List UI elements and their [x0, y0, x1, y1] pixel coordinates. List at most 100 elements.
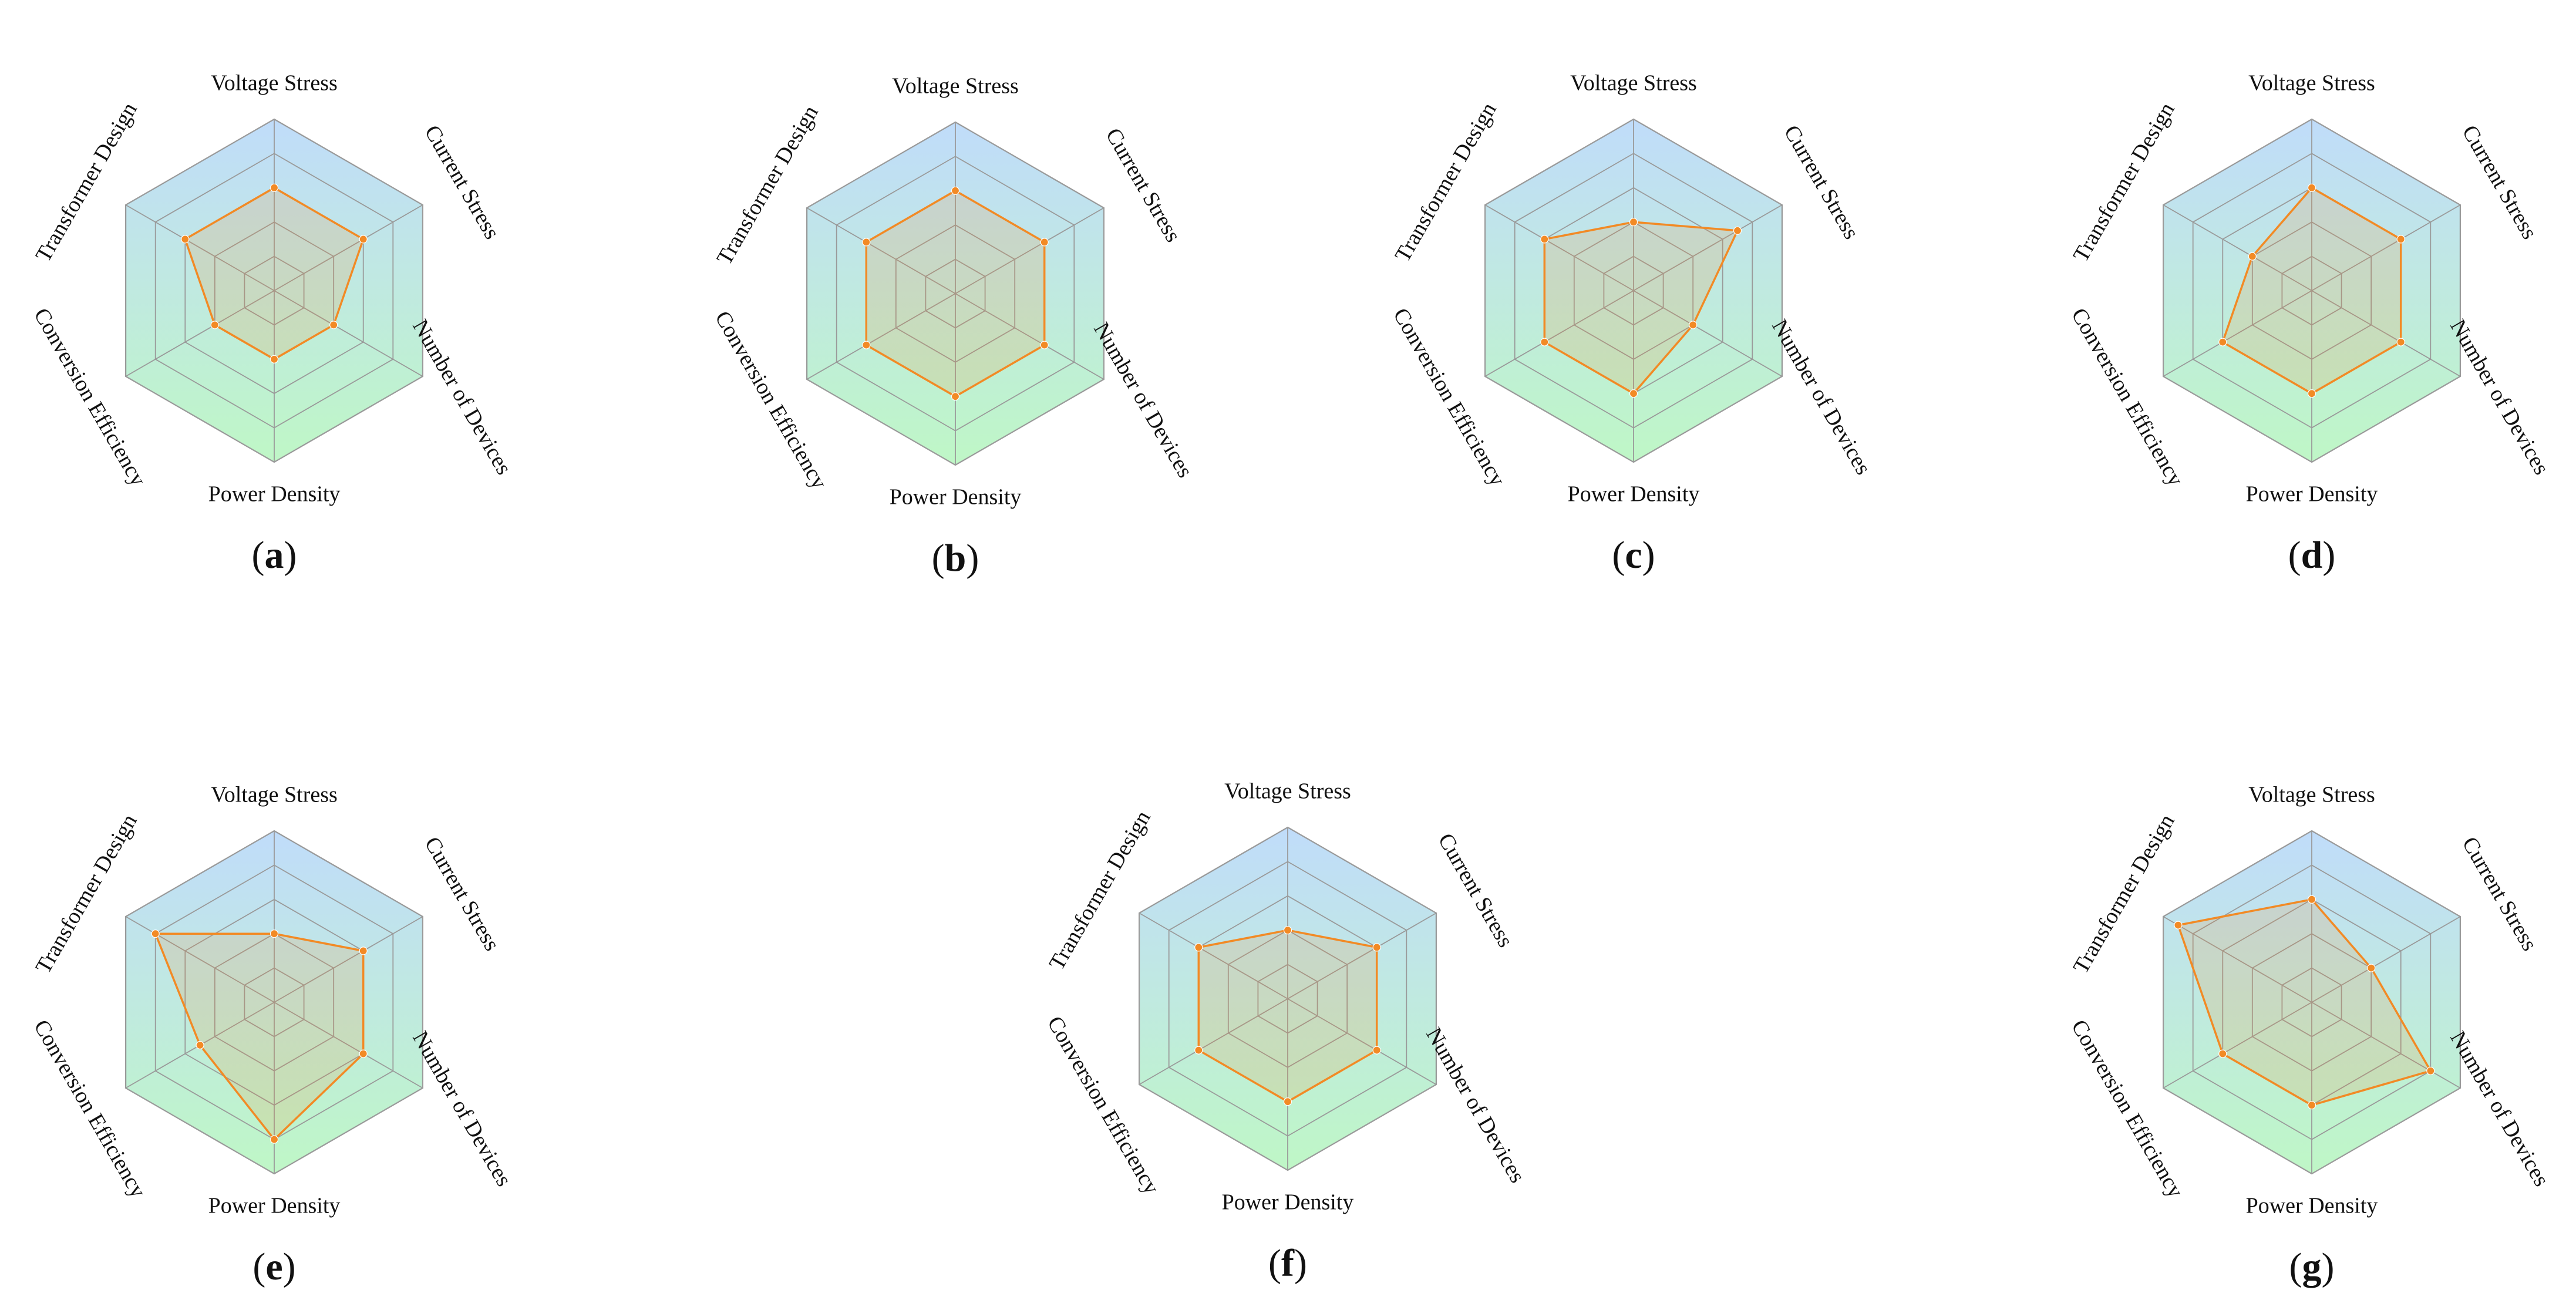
- radar-spoke: [2311, 290, 2461, 377]
- radar-point-voltage-stress: [1283, 926, 1292, 935]
- axis-label-current-stress: Current Stress: [1433, 829, 1518, 951]
- axis-label-number-of-devices: Number of Devices: [2445, 315, 2554, 479]
- radar-point-number-of-devices: [1040, 341, 1049, 349]
- axis-label-voltage-stress: Voltage Stress: [2248, 71, 2375, 96]
- radar-point-number-of-devices: [359, 1049, 368, 1058]
- radar-point-number-of-devices: [1689, 321, 1698, 329]
- radar-point-transformer-design: [862, 238, 871, 247]
- radar-point-current-stress: [1733, 226, 1742, 235]
- radar-point-power-density: [1283, 1097, 1292, 1106]
- panel-label: (e): [252, 1245, 295, 1288]
- axis-label-current-stress: Current Stress: [2457, 833, 2543, 955]
- radar-spoke: [2311, 1002, 2461, 1089]
- radar-point-transformer-design: [1540, 235, 1549, 244]
- radar-point-number-of-devices: [1372, 1046, 1381, 1055]
- radar-spoke: [955, 293, 1105, 380]
- radar-point-voltage-stress: [1629, 218, 1638, 227]
- axis-label-voltage-stress: Voltage Stress: [211, 783, 338, 807]
- axis-label-power-density: Power Density: [2246, 1194, 2378, 1218]
- axis-label-number-of-devices: Number of Devices: [1767, 315, 1875, 479]
- radar-point-voltage-stress: [270, 929, 279, 938]
- radar-point-power-density: [270, 355, 279, 363]
- radar-spoke: [2163, 204, 2312, 291]
- radar-point-current-stress: [359, 235, 368, 244]
- radar-point-conversion-efficiency: [1540, 338, 1549, 346]
- axis-label-voltage-stress: Voltage Stress: [1224, 779, 1351, 804]
- panel-label: (b): [932, 537, 979, 580]
- radar-point-conversion-efficiency: [862, 341, 871, 349]
- radar-point-power-density: [1629, 389, 1638, 398]
- radar-point-conversion-efficiency: [196, 1040, 204, 1050]
- radar-spoke: [2163, 1002, 2312, 1089]
- radar-spoke: [955, 207, 1105, 294]
- radar-spoke: [2163, 916, 2312, 1003]
- radar-spoke: [806, 293, 956, 380]
- radar-point-power-density: [951, 392, 960, 401]
- radar-point-current-stress: [1040, 238, 1049, 247]
- panel-label: (a): [252, 534, 297, 577]
- axis-label-number-of-devices: Number of Devices: [2445, 1027, 2554, 1191]
- radar-point-conversion-efficiency: [2218, 338, 2227, 346]
- radar-spoke: [1633, 204, 1783, 291]
- radar-point-voltage-stress: [951, 186, 960, 195]
- radar-spoke: [274, 916, 423, 1003]
- radar-spoke: [125, 204, 275, 291]
- radar-spoke: [1633, 290, 1783, 377]
- radar-point-current-stress: [359, 947, 368, 955]
- axis-label-voltage-stress: Voltage Stress: [2248, 783, 2375, 807]
- radar-spoke: [274, 204, 423, 291]
- radar-spoke: [1287, 912, 1437, 999]
- axis-label-voltage-stress: Voltage Stress: [211, 71, 338, 96]
- axis-label-number-of-devices: Number of Devices: [1089, 318, 1197, 482]
- radar-spoke: [806, 207, 956, 294]
- radar-point-conversion-efficiency: [210, 321, 219, 329]
- panel-label: (g): [2289, 1245, 2335, 1288]
- axis-label-voltage-stress: Voltage Stress: [1570, 71, 1697, 96]
- panel-label: (d): [2288, 534, 2336, 577]
- axis-label-current-stress: Current Stress: [1101, 124, 1186, 246]
- radar-point-current-stress: [1372, 943, 1381, 952]
- axis-label-power-density: Power Density: [890, 485, 1022, 510]
- radar-spoke: [1139, 912, 1288, 999]
- radar-spoke: [2163, 290, 2312, 377]
- axis-label-number-of-devices: Number of Devices: [1421, 1023, 1530, 1187]
- radar-spoke: [125, 290, 275, 377]
- radar-point-power-density: [270, 1135, 279, 1144]
- radar-point-number-of-devices: [2426, 1066, 2435, 1075]
- axis-label-current-stress: Current Stress: [420, 833, 505, 955]
- radar-spoke: [125, 916, 275, 1003]
- radar-spoke: [2311, 204, 2461, 291]
- radar-spoke: [1484, 204, 1634, 291]
- radar-point-transformer-design: [181, 235, 190, 244]
- radar-point-voltage-stress: [2307, 183, 2316, 192]
- radar-point-current-stress: [2367, 964, 2376, 972]
- axis-label-current-stress: Current Stress: [2457, 121, 2543, 243]
- radar-spoke: [1139, 998, 1288, 1085]
- radar-spoke: [1287, 998, 1437, 1085]
- radar-spoke: [274, 1002, 423, 1089]
- axis-label-current-stress: Current Stress: [420, 121, 505, 243]
- axis-label-voltage-stress: Voltage Stress: [892, 74, 1019, 99]
- radar-spoke: [1484, 290, 1634, 377]
- radar-point-power-density: [2307, 1101, 2316, 1110]
- panel-label: (c): [1612, 534, 1655, 577]
- radar-point-transformer-design: [151, 929, 160, 938]
- axis-label-current-stress: Current Stress: [1779, 121, 1864, 243]
- axis-label-number-of-devices: Number of Devices: [408, 315, 516, 479]
- radar-point-power-density: [2307, 389, 2316, 398]
- axis-label-number-of-devices: Number of Devices: [408, 1027, 516, 1191]
- radar-point-transformer-design: [2174, 921, 2183, 929]
- axis-label-power-density: Power Density: [2246, 482, 2378, 507]
- axis-label-power-density: Power Density: [1568, 482, 1700, 507]
- panel-label: (f): [1268, 1242, 1307, 1285]
- radar-point-conversion-efficiency: [2218, 1049, 2227, 1058]
- radar-point-number-of-devices: [329, 321, 338, 329]
- radar-point-number-of-devices: [2396, 338, 2405, 346]
